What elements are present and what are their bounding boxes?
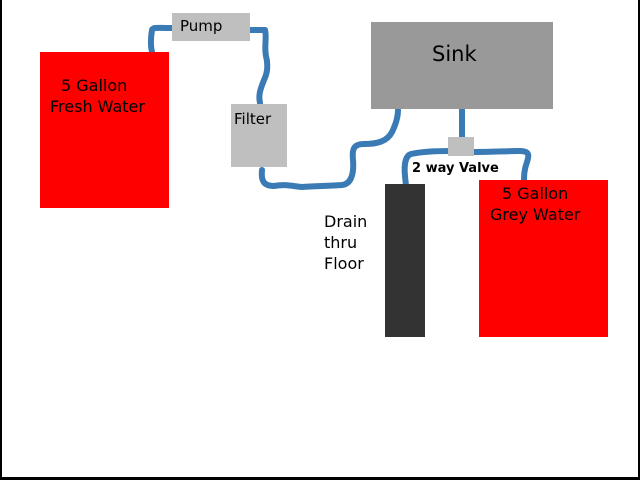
- drain-label-line1: Drain: [324, 212, 368, 231]
- grey-water-tank-label-line1: 5 Gallon: [502, 184, 569, 203]
- filter-label: Filter: [234, 110, 272, 128]
- two-way-valve-icon: [448, 137, 474, 156]
- pipe-valve-to-grey-tank: [471, 148, 532, 185]
- sink-box: [371, 22, 553, 109]
- pipe-filter-to-sink: [258, 107, 401, 190]
- fresh-water-tank-label-line1: 5 Gallon: [61, 76, 128, 95]
- fresh-water-tank-label-line2: Fresh Water: [50, 97, 145, 116]
- pump-box: [172, 13, 250, 41]
- grey-water-tank-label-line2: Grey Water: [490, 205, 581, 224]
- floor-drain: [385, 184, 425, 337]
- grey-water-tank: [479, 180, 608, 337]
- two-way-valve-label: 2 way Valve: [412, 161, 499, 176]
- pipe-valve-to-drain: [401, 148, 453, 189]
- fresh-water-tank: [40, 52, 169, 208]
- pipe-pump-to-filter: [247, 27, 271, 106]
- pipe-tank-to-pump: [147, 24, 179, 55]
- filter-box: [231, 104, 287, 167]
- pump-label: Pump: [180, 17, 223, 35]
- sink-label: Sink: [432, 42, 477, 66]
- drain-label-line2: thru: [324, 233, 358, 252]
- drain-label-line3: Floor: [324, 254, 364, 273]
